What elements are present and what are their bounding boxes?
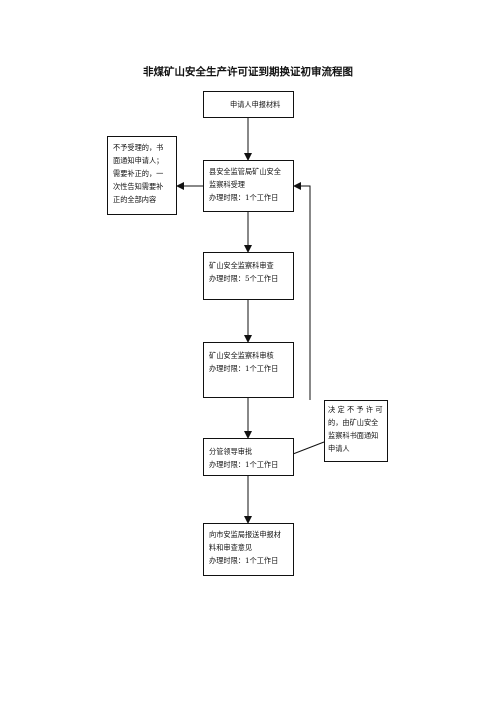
node-leader-approval: 分管领导审批 办理时限：1个工作日 [203, 438, 294, 476]
node-review: 矿山安全监察科审查 办理时限：5个工作日 [203, 252, 294, 300]
node-deny-notice: 决 定 不 予 许 可 的，由矿山安全 监察科书面通知 申请人 [324, 400, 388, 462]
node-apply: 申请人申报材料 [203, 91, 294, 118]
page-title: 非煤矿山安全生产许可证到期换证初审流程图 [143, 66, 353, 78]
edge-deny-to-county [293, 182, 311, 400]
edge-leader-to-deny [292, 441, 325, 455]
node-audit: 矿山安全监察科审核 办理时限：1个工作日 [203, 342, 294, 398]
node-submit-to-city: 向市安监局报送申报材 料和审查意见 办理时限：1个工作日 [203, 523, 294, 576]
node-reject-notice: 不予受理的，书 面通知申请人； 需要补正的，一 次性告知需要补 正的全部内容 [107, 136, 177, 215]
node-county-acceptance: 县安全监管局矿山安全 监察科受理 办理时限：1个工作日 [203, 160, 294, 212]
